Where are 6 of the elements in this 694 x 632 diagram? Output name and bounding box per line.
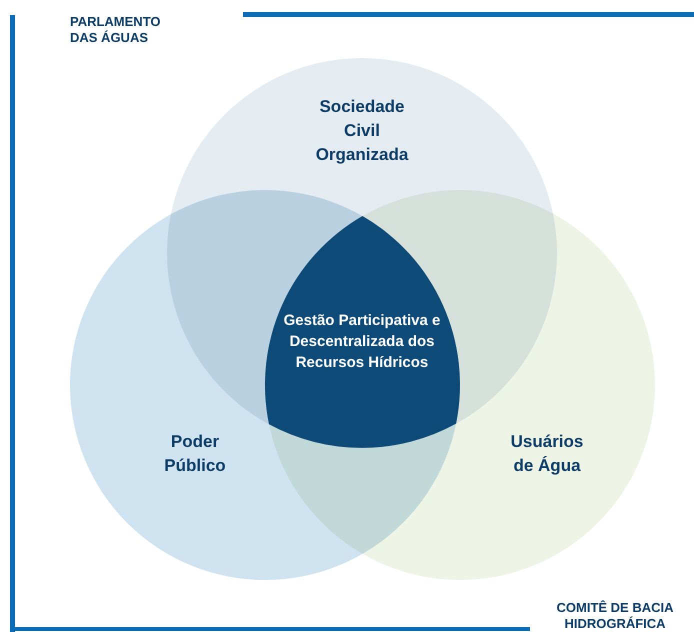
intersection-label: Gestão Participativa e Descentralizada dos Recursos Hídricos bbox=[282, 310, 442, 373]
corner-label: PARLAMENTO DAS ÁGUAS bbox=[70, 14, 162, 46]
corner-label: COMITÊ DE BACIA HIDROGRÁFICA bbox=[556, 600, 674, 632]
circle-label: Sociedade Civil Organizada bbox=[314, 96, 410, 166]
circle-label: Usuários de Água bbox=[510, 431, 584, 477]
circle-label: Poder Público bbox=[163, 431, 227, 477]
